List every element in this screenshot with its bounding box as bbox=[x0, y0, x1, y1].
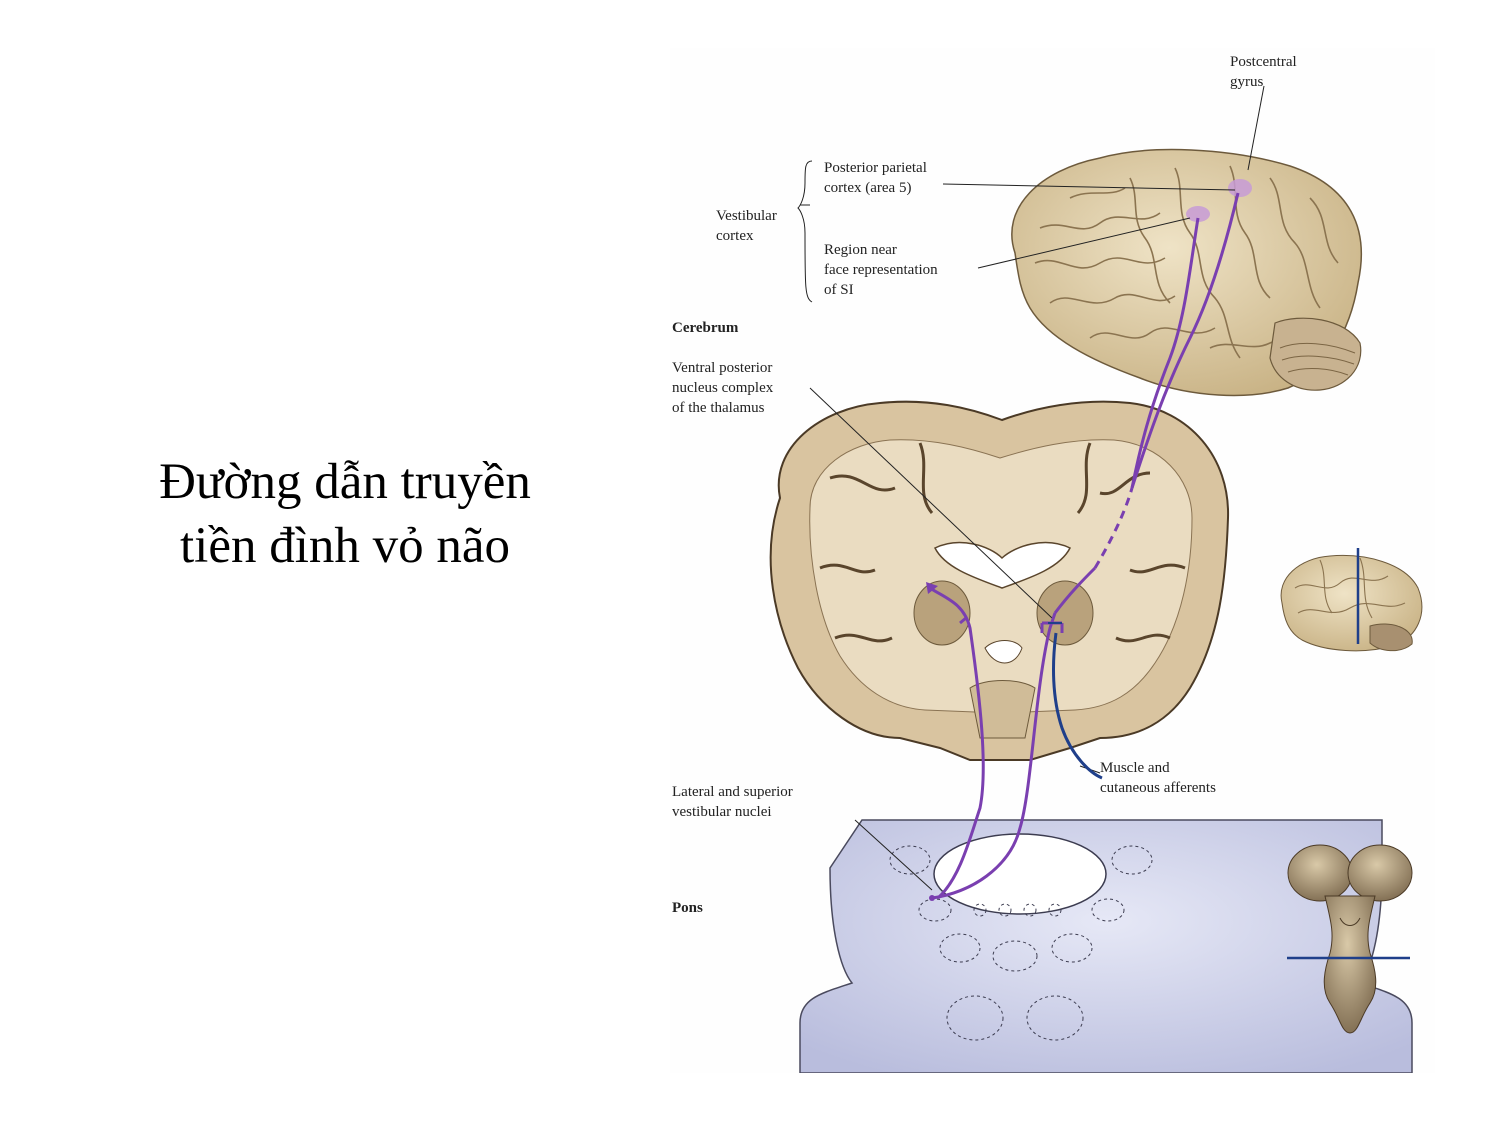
ventral-posterior-label: Ventral posterior nucleus complex of the… bbox=[672, 360, 774, 416]
title-line-1: Đường dẫn truyền bbox=[159, 454, 531, 510]
pons-section bbox=[799, 819, 1413, 1073]
inset-brain bbox=[1280, 548, 1423, 652]
vestibular-nuclei-label: Lateral and superior vestibular nuclei bbox=[672, 784, 793, 820]
cerebrum-label: Cerebrum bbox=[672, 320, 739, 336]
title-line-2: tiền đình vỏ não bbox=[179, 518, 511, 574]
region-near-face-label: Region near face representation of SI bbox=[824, 242, 938, 298]
postcentral-gyrus-label: Postcentral gyrus bbox=[1230, 54, 1297, 90]
leader-lines bbox=[797, 85, 1265, 891]
vestibular-cortex-label: Vestibular cortex bbox=[716, 208, 777, 244]
posterior-parietal-label: Posterior parietal cortex (area 5) bbox=[824, 160, 927, 196]
slide-title: Đường dẫn truyền tiền đình vỏ não bbox=[60, 450, 630, 578]
pons-label: Pons bbox=[672, 900, 703, 916]
figure-artwork bbox=[769, 85, 1423, 1073]
inset-brainstem bbox=[1287, 844, 1413, 1034]
coronal-section bbox=[769, 400, 1230, 761]
lateral-brain bbox=[1011, 148, 1362, 397]
vestibular-pathway bbox=[929, 192, 1240, 900]
muscle-afferents-label: Muscle and cutaneous afferents bbox=[1100, 760, 1216, 796]
vestibular-pathway-figure: Postcentral gyrus Posterior parietal cor… bbox=[670, 48, 1435, 1073]
